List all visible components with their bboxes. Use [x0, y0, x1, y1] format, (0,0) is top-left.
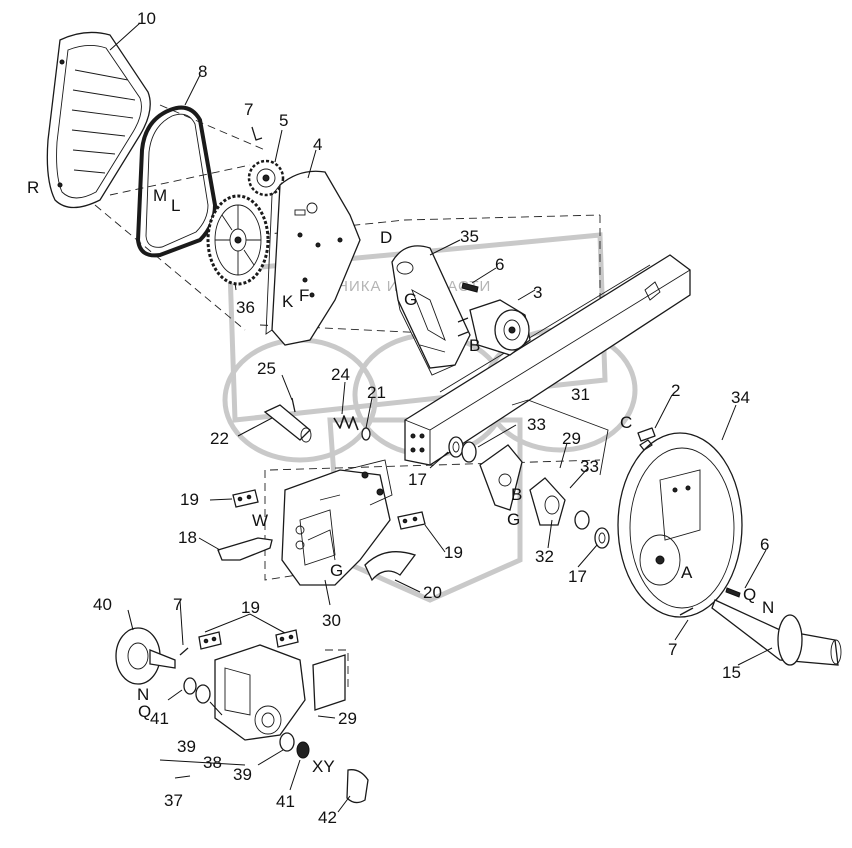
callout-41: 41: [150, 709, 169, 728]
letter-L: L: [171, 196, 180, 215]
callout-15: 15: [722, 663, 741, 682]
clip-plates: [198, 489, 426, 650]
letter-N1: N: [762, 598, 774, 617]
hydraulic-motor: [457, 282, 531, 356]
callout-35: 35: [460, 227, 479, 246]
drive-chain: [136, 105, 217, 258]
large-sprocket: [206, 194, 270, 286]
callout-20: 20: [423, 583, 442, 602]
callout-2: 2: [671, 381, 680, 400]
letter-B2: B: [511, 485, 522, 504]
letter-A: A: [681, 563, 693, 582]
letter-C: C: [620, 413, 632, 432]
callout-5: 5: [279, 111, 288, 130]
callout-17b: 17: [568, 567, 587, 586]
axle-shaft: [711, 599, 842, 666]
letter-K: K: [282, 292, 294, 311]
curved-guide: [364, 551, 417, 582]
letter-Q2: Q: [138, 702, 151, 721]
callout-41b: 41: [276, 792, 295, 811]
callout-24: 24: [331, 365, 350, 384]
letter-B1: B: [469, 336, 480, 355]
part-number-callouts: 10 8 7 5 4 35 6 3 36 25 24 21 22 31 2 34…: [93, 9, 769, 827]
callout-7c: 7: [668, 640, 677, 659]
callout-31: 31: [571, 385, 590, 404]
main-frame-beam: [404, 254, 691, 466]
callout-6b: 6: [760, 535, 769, 554]
lower-bearing-housing: [115, 627, 369, 804]
spoked-wheel: [617, 427, 743, 618]
callout-39: 39: [177, 737, 196, 756]
callout-36: 36: [236, 298, 255, 317]
callout-22: 22: [210, 429, 229, 448]
callout-34: 34: [731, 388, 750, 407]
callout-33: 33: [527, 415, 546, 434]
letter-W: W: [252, 511, 268, 530]
letter-G1: G: [404, 290, 417, 309]
callout-19: 19: [180, 490, 199, 509]
pin-assembly: [263, 397, 371, 443]
key-7-right: [679, 607, 694, 616]
callout-40: 40: [93, 595, 112, 614]
strap-plate: [217, 537, 273, 561]
letter-M: M: [153, 186, 167, 205]
key-7-top: [251, 126, 263, 141]
callout-32: 32: [535, 547, 554, 566]
letter-D: D: [380, 228, 392, 247]
frame-side-bracket: [281, 459, 393, 586]
callout-7: 7: [244, 100, 253, 119]
callout-42: 42: [318, 808, 337, 827]
callout-39b: 39: [233, 765, 252, 784]
callout-18: 18: [178, 528, 197, 547]
key-6-right: [725, 587, 741, 598]
callout-25: 25: [257, 359, 276, 378]
callout-19b: 19: [444, 543, 463, 562]
callout-6: 6: [495, 255, 504, 274]
callout-19c: 19: [241, 598, 260, 617]
callout-29b: 29: [338, 709, 357, 728]
letter-F: F: [299, 286, 309, 305]
callout-38: 38: [203, 753, 222, 772]
small-sprocket: [247, 159, 285, 197]
callout-33b: 33: [580, 457, 599, 476]
sprocket-mount-plate: [265, 170, 361, 346]
motor-bracket: [391, 245, 471, 376]
bearing-set: [448, 399, 610, 549]
letter-R: R: [27, 178, 39, 197]
belt-guard-cover: [46, 31, 151, 209]
letter-XY: XY: [312, 757, 335, 776]
callout-37: 37: [164, 791, 183, 810]
letter-G2: G: [507, 510, 520, 529]
callout-29: 29: [562, 429, 581, 448]
callout-7b: 7: [173, 595, 182, 614]
callout-17: 17: [408, 470, 427, 489]
leader-lines: [109, 22, 773, 813]
callout-3: 3: [533, 283, 542, 302]
callout-4: 4: [313, 135, 322, 154]
connection-letters: R M L D F K G B C A B G W G Q N N Q XY: [27, 178, 774, 776]
callout-21: 21: [367, 383, 386, 402]
letter-Q1: Q: [743, 585, 756, 604]
letter-N2: N: [137, 685, 149, 704]
letter-G3: G: [330, 561, 343, 580]
callout-8: 8: [198, 62, 207, 81]
callout-10: 10: [137, 9, 156, 28]
callout-30: 30: [322, 611, 341, 630]
